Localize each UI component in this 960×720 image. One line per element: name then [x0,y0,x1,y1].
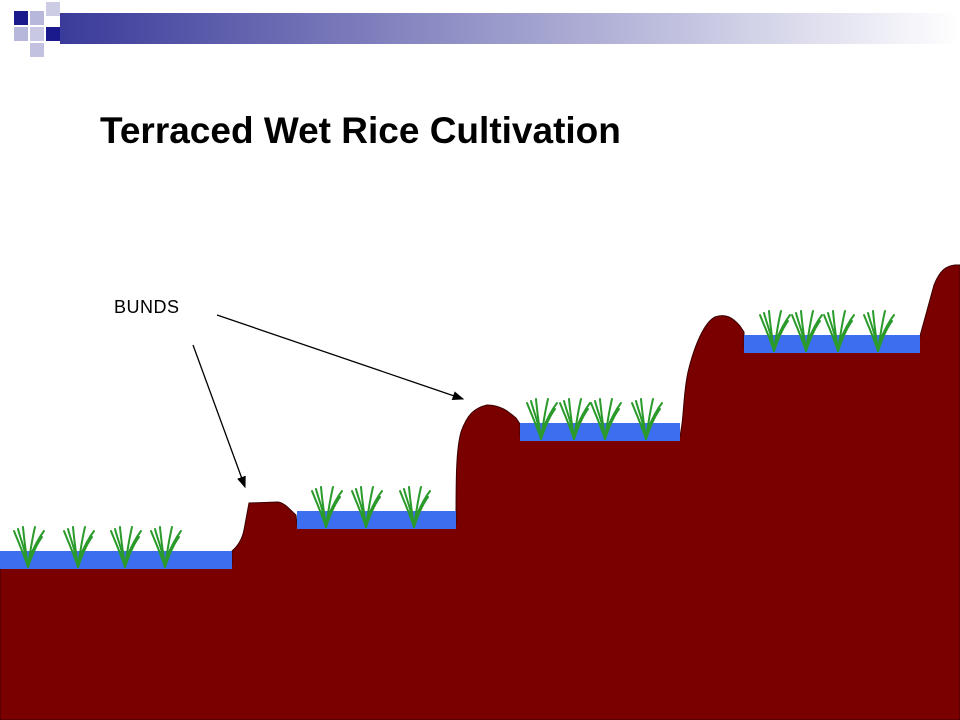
paddy-water-terrace-3 [520,423,680,441]
rice-plant-icon [526,398,558,440]
rice-plant-icon [631,398,663,440]
header-square [46,2,60,16]
rice-plant-icon [150,526,182,568]
header-square [14,11,28,25]
header-square [30,27,44,41]
header-square [46,27,60,41]
rice-plant-icon [63,526,95,568]
rice-plant-icon [863,310,895,352]
header-square [30,43,44,57]
header-square [14,27,28,41]
header-square [30,11,44,25]
rice-plant-icon [590,398,622,440]
paddy-water-terrace-1 [0,551,232,569]
slide-title: Terraced Wet Rice Cultivation [100,110,621,151]
bund-arrow-icon [216,314,465,400]
rice-plant-icon [791,310,823,352]
header-gradient-bar [60,13,960,44]
bund-arrow-icon [192,344,246,489]
rice-plant-icon [823,310,855,352]
rice-plant-icon [110,526,142,568]
rice-plant-icon [759,310,791,352]
rice-plant-icon [13,526,45,568]
bunds-callout-label: BUNDS [114,297,180,317]
rice-plant-icon [311,486,343,528]
slide-header-decoration [14,2,960,57]
rice-plant-icon [399,486,431,528]
rice-plant-icon [351,486,383,528]
rice-plant-icon [559,398,591,440]
soil-terraces [0,264,960,720]
